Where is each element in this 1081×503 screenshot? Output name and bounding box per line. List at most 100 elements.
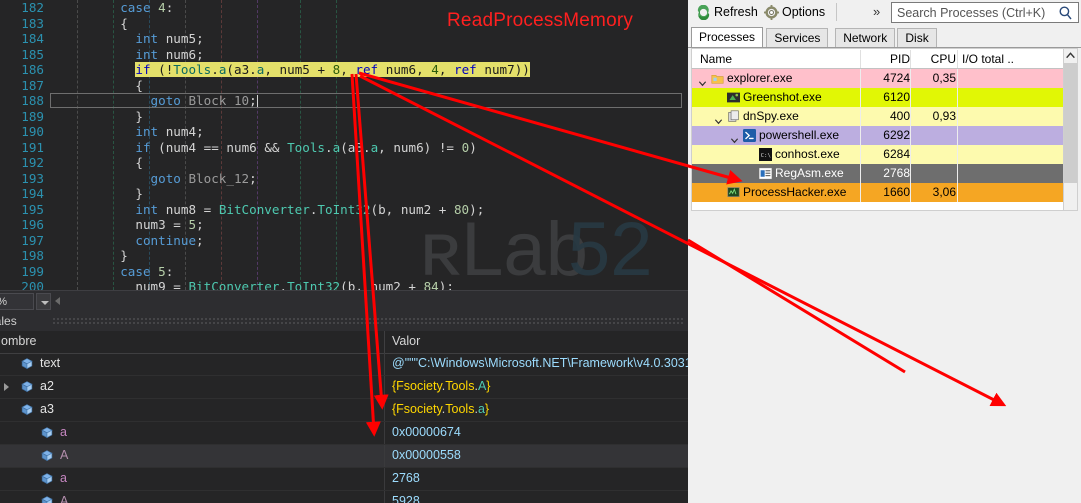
- search-icon[interactable]: [1058, 5, 1074, 21]
- toolbar-separator: [836, 3, 837, 21]
- col-header-cpu[interactable]: CPU: [930, 52, 956, 66]
- code-text: int num5;: [135, 31, 204, 46]
- folder-icon: [711, 72, 724, 85]
- line-number: 198: [21, 248, 44, 263]
- processhacker-icon: [727, 186, 740, 199]
- process-cpu: 0,35: [932, 71, 956, 85]
- code-text: case 4:: [120, 0, 174, 15]
- code-line[interactable]: 192{: [0, 155, 688, 171]
- zoom-level-input[interactable]: 00 %: [0, 293, 34, 310]
- current-line-highlight: [50, 93, 682, 108]
- tab-disk[interactable]: Disk: [897, 28, 937, 47]
- chevron-down-icon[interactable]: [698, 75, 707, 87]
- refresh-icon[interactable]: [696, 5, 711, 20]
- code-line[interactable]: 183{: [0, 16, 688, 32]
- code-line[interactable]: 188 goto Block_10;: [0, 93, 688, 109]
- code-line[interactable]: 198}: [0, 248, 688, 264]
- column-divider: [957, 145, 958, 164]
- refresh-button-label[interactable]: Refresh: [714, 5, 758, 19]
- locals-header-valor[interactable]: Valor: [392, 334, 421, 348]
- options-button-label[interactable]: Options: [782, 5, 826, 19]
- code-text: if (num4 == num6 && Tools.a(a3.a, num6) …: [135, 139, 477, 155]
- process-name: conhost.exe: [775, 147, 840, 161]
- variable-icon: [40, 426, 54, 439]
- column-divider: [910, 183, 911, 202]
- toolbar-overflow-button[interactable]: »: [873, 4, 881, 19]
- locals-row-value: @"""C:\Windows\Microsoft.NET\Framework\v…: [392, 356, 688, 370]
- code-line[interactable]: 187{: [0, 78, 688, 94]
- tab-processes[interactable]: Processes: [691, 27, 764, 47]
- locals-column-divider: [384, 445, 385, 467]
- gear-icon[interactable]: [764, 5, 779, 20]
- column-divider: [860, 183, 861, 202]
- tab-services[interactable]: Services: [766, 28, 829, 47]
- zoom-dropdown-button[interactable]: [36, 293, 51, 310]
- line-number: 183: [21, 15, 44, 31]
- code-text: goto Block_10;: [150, 93, 258, 108]
- horizontal-scroll-left-button[interactable]: [53, 294, 63, 309]
- scrollbar-thumb[interactable]: [1064, 63, 1077, 183]
- col-header-name[interactable]: Name: [700, 52, 733, 66]
- col-header-pid[interactable]: PID: [889, 52, 910, 66]
- line-number: 200: [21, 279, 44, 290]
- search-placeholder: Search Processes (Ctrl+K): [897, 6, 1046, 20]
- chevron-right-icon[interactable]: [4, 383, 9, 391]
- locals-row-value: 5928: [392, 494, 420, 503]
- process-pid: 2768: [883, 166, 910, 180]
- column-divider: [910, 145, 911, 164]
- process-list-scrollbar[interactable]: [1063, 48, 1078, 211]
- locals-row[interactable]: text@"""C:\Windows\Microsoft.NET\Framewo…: [0, 353, 688, 376]
- code-text: case 5:: [120, 263, 174, 279]
- locals-column-divider: [384, 376, 385, 398]
- locals-header-nombre[interactable]: Nombre: [0, 334, 37, 348]
- chevron-down-icon[interactable]: [730, 132, 739, 144]
- column-divider: [910, 69, 911, 88]
- tab-network[interactable]: Network: [835, 28, 896, 47]
- code-text: goto Block_12;: [150, 170, 257, 186]
- locals-header-separator[interactable]: [384, 331, 385, 353]
- col-header-io-total[interactable]: I/O total ..: [962, 52, 1015, 66]
- process-name: Greenshot.exe: [743, 90, 822, 104]
- locals-row-name: A: [60, 448, 69, 462]
- scroll-up-button[interactable]: [1064, 49, 1077, 62]
- line-number: 188: [21, 93, 44, 108]
- chevron-down-icon[interactable]: [714, 113, 723, 125]
- line-number: 196: [21, 217, 44, 232]
- tab-locales[interactable]: ocales: [0, 314, 17, 328]
- panel-drag-handle[interactable]: [52, 317, 684, 326]
- regasm-icon: [758, 167, 773, 180]
- variable-icon: [40, 449, 54, 462]
- locals-row[interactable]: a2{Fsociety.Tools.A}: [0, 376, 688, 399]
- column-divider: [860, 107, 861, 126]
- code-line[interactable]: 189}: [0, 109, 688, 125]
- code-line[interactable]: 194}: [0, 186, 688, 202]
- search-input[interactable]: Search Processes (Ctrl+K): [891, 2, 1079, 23]
- indent-guide: [221, 0, 222, 290]
- locals-row[interactable]: a3{Fsociety.Tools.a}: [0, 399, 688, 422]
